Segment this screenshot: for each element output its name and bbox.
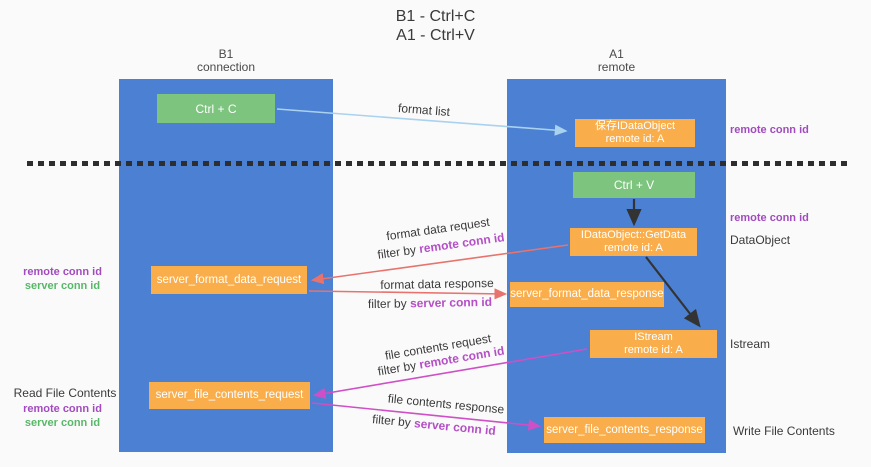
phase-separator-line [27,161,849,166]
annotation-remote-conn-id-mid: remote conn id [730,212,809,224]
lane-header-b1: B1 connection [119,48,333,74]
istream-line1: IStream [634,331,673,343]
annotation-read-file-contents: Read File Contents [13,386,117,400]
annotation-remote-conn-id-top: remote conn id [730,124,809,136]
arrow-format-data-response [308,288,508,300]
node-server-file-contents-request: server_file_contents_request [149,382,310,409]
title-line-1: B1 - Ctrl+C [395,8,476,25]
istream-line2: remote id: A [624,344,683,356]
annotation-remote-conn-id-left: remote conn id [23,266,102,278]
edge-label-format-data-response: format data response [380,276,494,292]
annotation-write-file-contents: Write File Contents [733,424,835,438]
diagram-title: B1 - Ctrl+C A1 - Ctrl+V [0,7,871,45]
annotation-server-conn-id-left-bottom: server conn id [24,417,101,429]
save-idataobject-line2: remote id: A [605,133,665,145]
annotation-remote-conn-id-left-bottom: remote conn id [23,403,102,415]
lane-a1-subtitle: remote [597,60,636,74]
file-response-label: server_file_contents_response [546,423,703,436]
edge-label-format-response-filter: filter by server conn id [368,295,492,311]
annotation-dataobject: DataObject [730,233,791,247]
node-save-idataobject: 保存IDataObject remote id: A [575,119,695,147]
annotation-server-conn-id-left: server conn id [24,280,101,292]
arrow-file-contents-response [311,402,542,431]
node-idataobject-getdata: IDataObject::GetData remote id: A [570,228,697,256]
file-request-label: server_file_contents_request [155,389,304,401]
format-response-label: server_format_data_response [510,288,664,300]
title-line-2: A1 - Ctrl+V [396,27,475,44]
arrow-format-list [276,108,568,136]
node-server-format-data-request: server_format_data_request [151,266,307,294]
filter-by-prefix: filter by [367,296,411,312]
annotation-left-conn-ids-mid: remote conn id server conn id [10,265,115,293]
format-request-label: server_format_data_request [156,273,302,286]
annotation-istream: Istream [730,337,771,351]
node-ctrl-c: Ctrl + C [157,94,275,123]
annotation-left-conn-ids-bottom: remote conn id server conn id [10,402,115,430]
arrow-file-contents-request [312,348,588,399]
getdata-line2: remote id: A [604,242,663,254]
node-server-file-contents-response: server_file_contents_response [544,417,705,443]
arrow-getdata-to-istream [645,256,701,328]
arrow-format-data-request [310,244,569,285]
filter-key-server-conn-id: server conn id [409,294,493,311]
node-ctrl-v: Ctrl + V [573,172,695,198]
save-idataobject-line1: 保存IDataObject [594,120,676,132]
lane-b1-subtitle: connection [196,60,256,74]
lane-a1-name: A1 [609,47,624,61]
ctrl-c-label: Ctrl + C [195,101,237,116]
node-server-format-data-response: server_format_data_response [510,282,664,307]
lane-header-a1: A1 remote [507,48,726,74]
node-istream: IStream remote id: A [590,330,717,358]
lane-b1-name: B1 [218,47,234,61]
getdata-line1: IDataObject::GetData [580,229,687,241]
ctrl-v-label: Ctrl + V [613,178,655,192]
